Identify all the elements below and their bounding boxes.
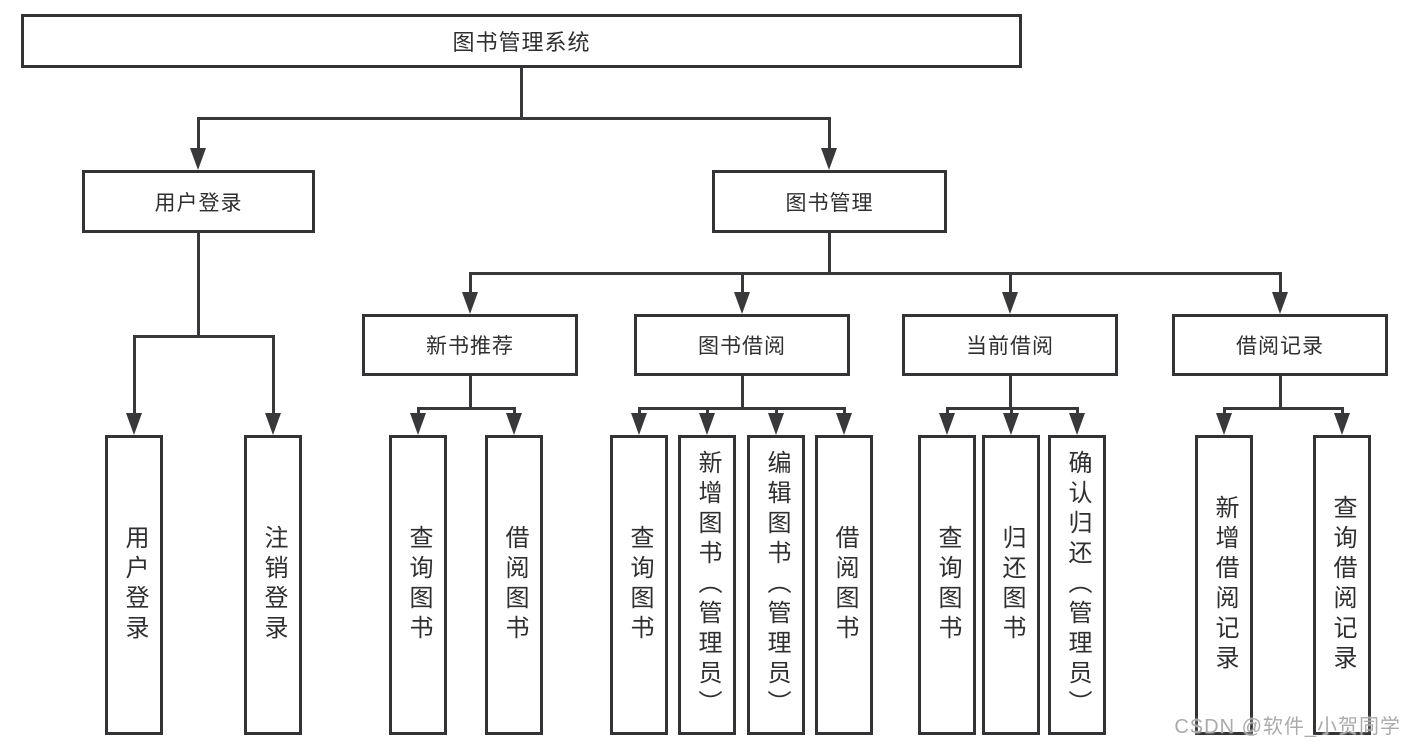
- leaf-return-book: 归还图书: [982, 435, 1040, 735]
- node-label: 归还图书: [998, 525, 1025, 645]
- node-label: 编辑图书（管理员）: [763, 450, 790, 720]
- leaf-query-book-a: 查询图书: [389, 435, 447, 735]
- connector-line: [469, 272, 472, 296]
- connector-line: [638, 407, 846, 410]
- arrowhead-down-icon: [1272, 292, 1288, 314]
- node-label: 新书推荐: [426, 335, 514, 358]
- node-label: 新增图书（管理员）: [694, 450, 721, 720]
- node-borrow-record: 借阅记录: [1172, 314, 1388, 376]
- arrowhead-down-icon: [1216, 413, 1232, 435]
- node-label: 用户登录: [121, 525, 148, 645]
- connector-line: [706, 407, 709, 416]
- node-new-book-rec: 新书推荐: [362, 314, 578, 376]
- connector-line: [1341, 407, 1344, 416]
- node-label: 查询图书: [934, 525, 961, 645]
- connector-line: [1223, 407, 1226, 416]
- leaf-borrow-book-a: 借阅图书: [485, 435, 543, 735]
- connector-line: [133, 335, 275, 338]
- leaf-logout: 注销登录: [244, 435, 302, 735]
- leaf-borrow-book-b: 借阅图书: [815, 435, 873, 735]
- arrowhead-down-icon: [462, 292, 478, 314]
- connector-line: [775, 407, 778, 416]
- node-book-mgmt: 图书管理: [712, 170, 947, 233]
- arrowhead-down-icon: [939, 413, 955, 435]
- leaf-query-book-b: 查询图书: [610, 435, 668, 735]
- connector-line: [469, 376, 472, 410]
- connector-line: [828, 117, 831, 152]
- arrowhead-down-icon: [126, 413, 142, 435]
- connector-line: [1279, 376, 1282, 410]
- node-label: 借阅图书: [831, 525, 858, 645]
- arrowhead-down-icon: [410, 413, 426, 435]
- connector-line: [638, 407, 641, 416]
- arrowhead-down-icon: [631, 413, 647, 435]
- connector-line: [946, 407, 949, 416]
- arrowhead-down-icon: [265, 413, 281, 435]
- connector-line: [197, 233, 200, 338]
- node-user-login: 用户登录: [82, 170, 315, 233]
- connector-line: [197, 117, 831, 120]
- node-label: 借阅记录: [1236, 335, 1324, 358]
- connector-line: [1009, 376, 1012, 410]
- connector-line: [513, 407, 516, 416]
- node-book-borrow: 图书借阅: [634, 314, 850, 376]
- node-label: 确认归还（管理员）: [1064, 450, 1091, 720]
- connector-line: [1076, 407, 1079, 416]
- arrowhead-down-icon: [1069, 413, 1085, 435]
- node-label: 用户登录: [154, 191, 243, 215]
- connector-line: [417, 407, 516, 410]
- node-label: 图书借阅: [698, 335, 786, 358]
- leaf-user-login: 用户登录: [105, 435, 163, 735]
- connector-line: [417, 407, 420, 416]
- node-label: 注销登录: [260, 525, 287, 645]
- node-label: 新增借阅记录: [1211, 495, 1238, 675]
- connector-line: [843, 407, 846, 416]
- leaf-edit-book: 编辑图书（管理员）: [747, 435, 805, 735]
- node-label: 图书管理: [785, 191, 874, 215]
- connector-line: [1009, 272, 1012, 296]
- arrowhead-down-icon: [506, 413, 522, 435]
- leaf-add-record: 新增借阅记录: [1195, 435, 1253, 735]
- arrowhead-down-icon: [699, 413, 715, 435]
- arrowhead-down-icon: [1334, 413, 1350, 435]
- node-label: 查询图书: [405, 525, 432, 645]
- arrowhead-down-icon: [190, 148, 206, 170]
- connector-line: [741, 272, 744, 296]
- arrowhead-down-icon: [836, 413, 852, 435]
- leaf-add-book: 新增图书（管理员）: [678, 435, 736, 735]
- connector-line: [272, 335, 275, 416]
- connector-line: [1010, 407, 1013, 416]
- connector-line: [1223, 407, 1344, 410]
- node-label: 当前借阅: [966, 335, 1054, 358]
- arrowhead-down-icon: [1002, 292, 1018, 314]
- leaf-query-book-c: 查询图书: [918, 435, 976, 735]
- node-label: 查询图书: [626, 525, 653, 645]
- csdn-watermark: CSDN @软件_小贺同学: [1174, 716, 1401, 738]
- connector-line: [197, 117, 200, 152]
- leaf-confirm-return: 确认归还（管理员）: [1048, 435, 1106, 735]
- node-root: 图书管理系统: [21, 14, 1022, 68]
- arrowhead-down-icon: [1003, 413, 1019, 435]
- node-label: 图书管理系统: [452, 30, 591, 55]
- connector-line: [520, 68, 523, 120]
- connector-line: [1279, 272, 1282, 296]
- node-current-borrow: 当前借阅: [902, 314, 1118, 376]
- connector-line: [741, 376, 744, 410]
- arrowhead-down-icon: [768, 413, 784, 435]
- leaf-query-record: 查询借阅记录: [1313, 435, 1371, 735]
- arrowhead-down-icon: [821, 148, 837, 170]
- node-label: 借阅图书: [501, 525, 528, 645]
- connector-line: [828, 233, 831, 275]
- connector-line: [133, 335, 136, 416]
- node-label: 查询借阅记录: [1329, 495, 1356, 675]
- arrowhead-down-icon: [734, 292, 750, 314]
- connector-line: [469, 272, 1282, 275]
